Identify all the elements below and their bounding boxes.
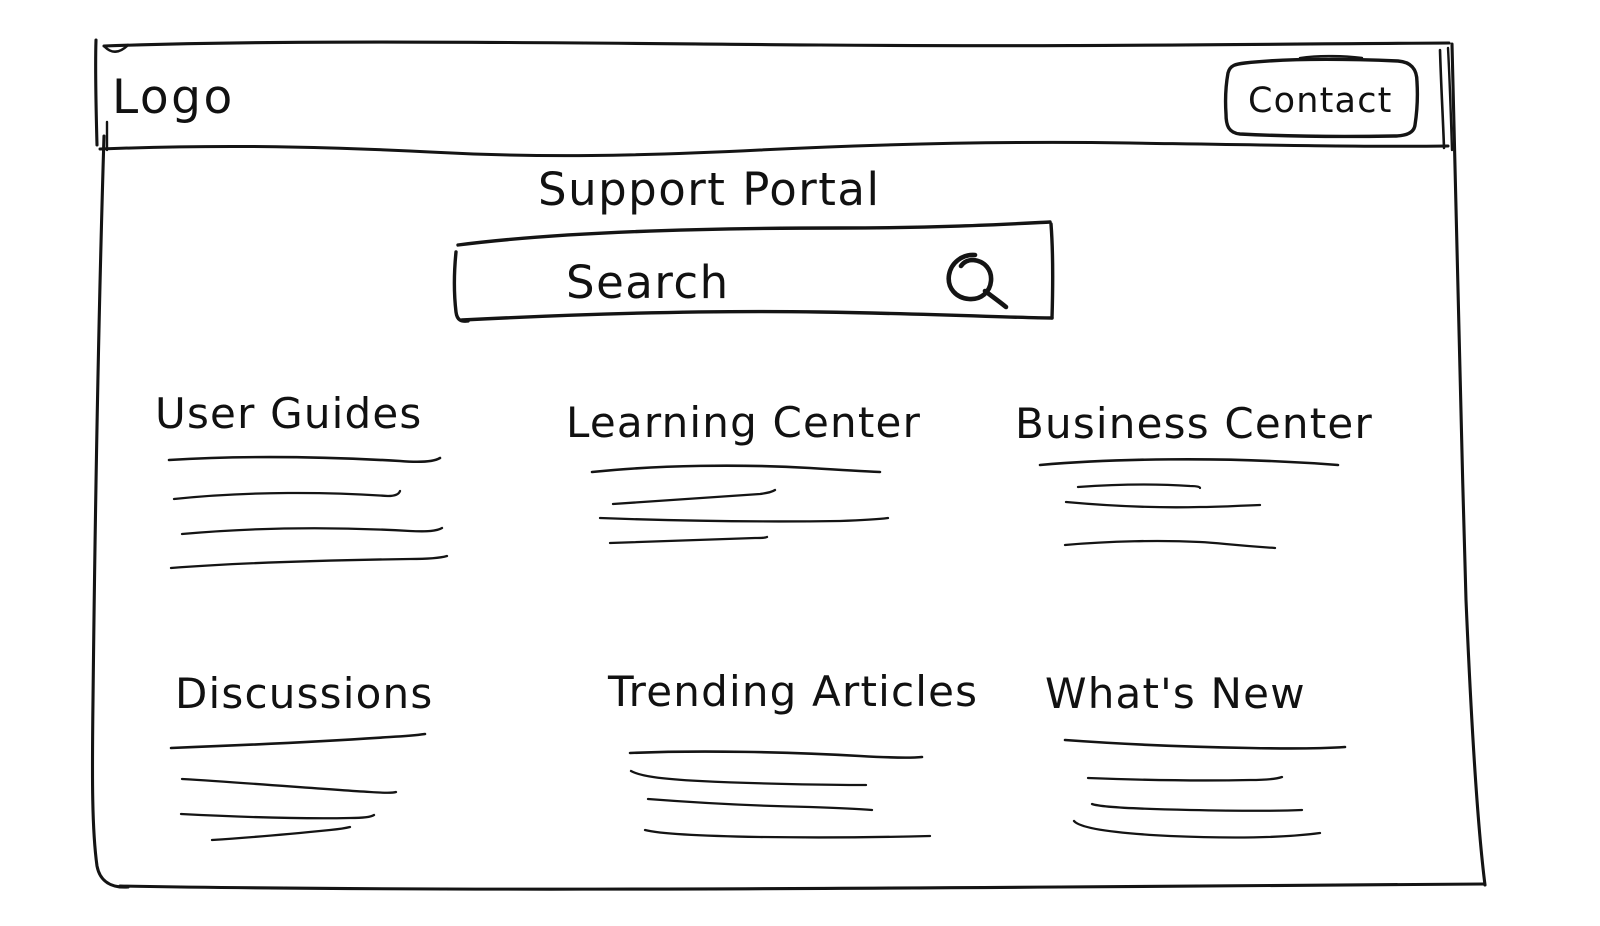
card-whats-new[interactable]: What's New [1045, 669, 1347, 839]
frame-top-edge [102, 40, 1451, 48]
card-line-1 [1086, 775, 1284, 782]
card-line-2 [180, 526, 444, 536]
card-title-underline [167, 455, 442, 464]
card-title: Business Center [1015, 399, 1373, 448]
contact-button[interactable]: Contact [1223, 54, 1420, 139]
contact-button-border-overdraw [1298, 54, 1364, 60]
search-box-left [452, 250, 470, 323]
card-title: Learning Center [566, 398, 921, 447]
card-line-1 [629, 769, 868, 787]
frame-bottom-edge [118, 882, 1486, 891]
magnifier-handle [982, 288, 1009, 310]
search-box-right [1049, 222, 1055, 320]
search-box-bottom [460, 309, 1054, 322]
card-line-3 [643, 828, 932, 839]
contact-button-label: Contact [1248, 81, 1393, 121]
card-title-underline [628, 750, 924, 759]
card-title-underline [1038, 457, 1340, 467]
card-learning-center[interactable]: Learning Center [566, 398, 921, 545]
card-trending-articles[interactable]: Trending Articles [607, 667, 978, 839]
header-divider [98, 140, 1450, 158]
card-business-center[interactable]: Business Center [1015, 399, 1373, 550]
search-box[interactable]: Search [452, 220, 1055, 323]
frame-left-edge [90, 134, 130, 889]
contact-button-border [1223, 57, 1420, 139]
magnifier-icon[interactable] [946, 252, 1009, 310]
frame-corner-hook [103, 43, 130, 53]
card-line-3 [169, 554, 449, 570]
frame-left-upper [94, 38, 99, 147]
card-line-1 [180, 777, 398, 794]
card-line-3 [608, 535, 769, 545]
card-line-2 [598, 516, 890, 523]
card-line-2 [1064, 500, 1262, 509]
card-title: Trending Articles [607, 667, 978, 716]
card-title: Discussions [175, 669, 433, 718]
page-title: Support Portal [538, 163, 880, 216]
card-title: User Guides [155, 389, 423, 438]
card-line-1 [611, 488, 777, 506]
card-line-3 [1072, 819, 1322, 839]
magnifier-lens [946, 252, 994, 302]
logo-text: Logo [112, 70, 235, 125]
card-title: What's New [1045, 669, 1306, 718]
card-title-underline [169, 732, 427, 750]
frame-right-inner [1438, 48, 1446, 150]
card-title-underline [590, 464, 882, 474]
card-line-1 [1076, 483, 1202, 490]
search-box-top [456, 220, 1052, 247]
card-discussions[interactable]: Discussions [169, 669, 433, 842]
card-title-underline [1063, 738, 1347, 750]
card-line-2 [646, 797, 874, 812]
frame-right-edge [1450, 42, 1487, 887]
header-bar [98, 120, 1450, 158]
search-input-placeholder: Search [566, 256, 730, 309]
card-line-3 [1063, 539, 1277, 550]
card-user-guides[interactable]: User Guides [155, 389, 449, 570]
card-line-2 [179, 812, 376, 820]
card-line-3 [210, 825, 352, 842]
frame-right-inner-2 [1446, 46, 1454, 152]
card-line-2 [1090, 802, 1304, 812]
card-line-1 [172, 489, 402, 501]
window-frame [90, 38, 1487, 891]
